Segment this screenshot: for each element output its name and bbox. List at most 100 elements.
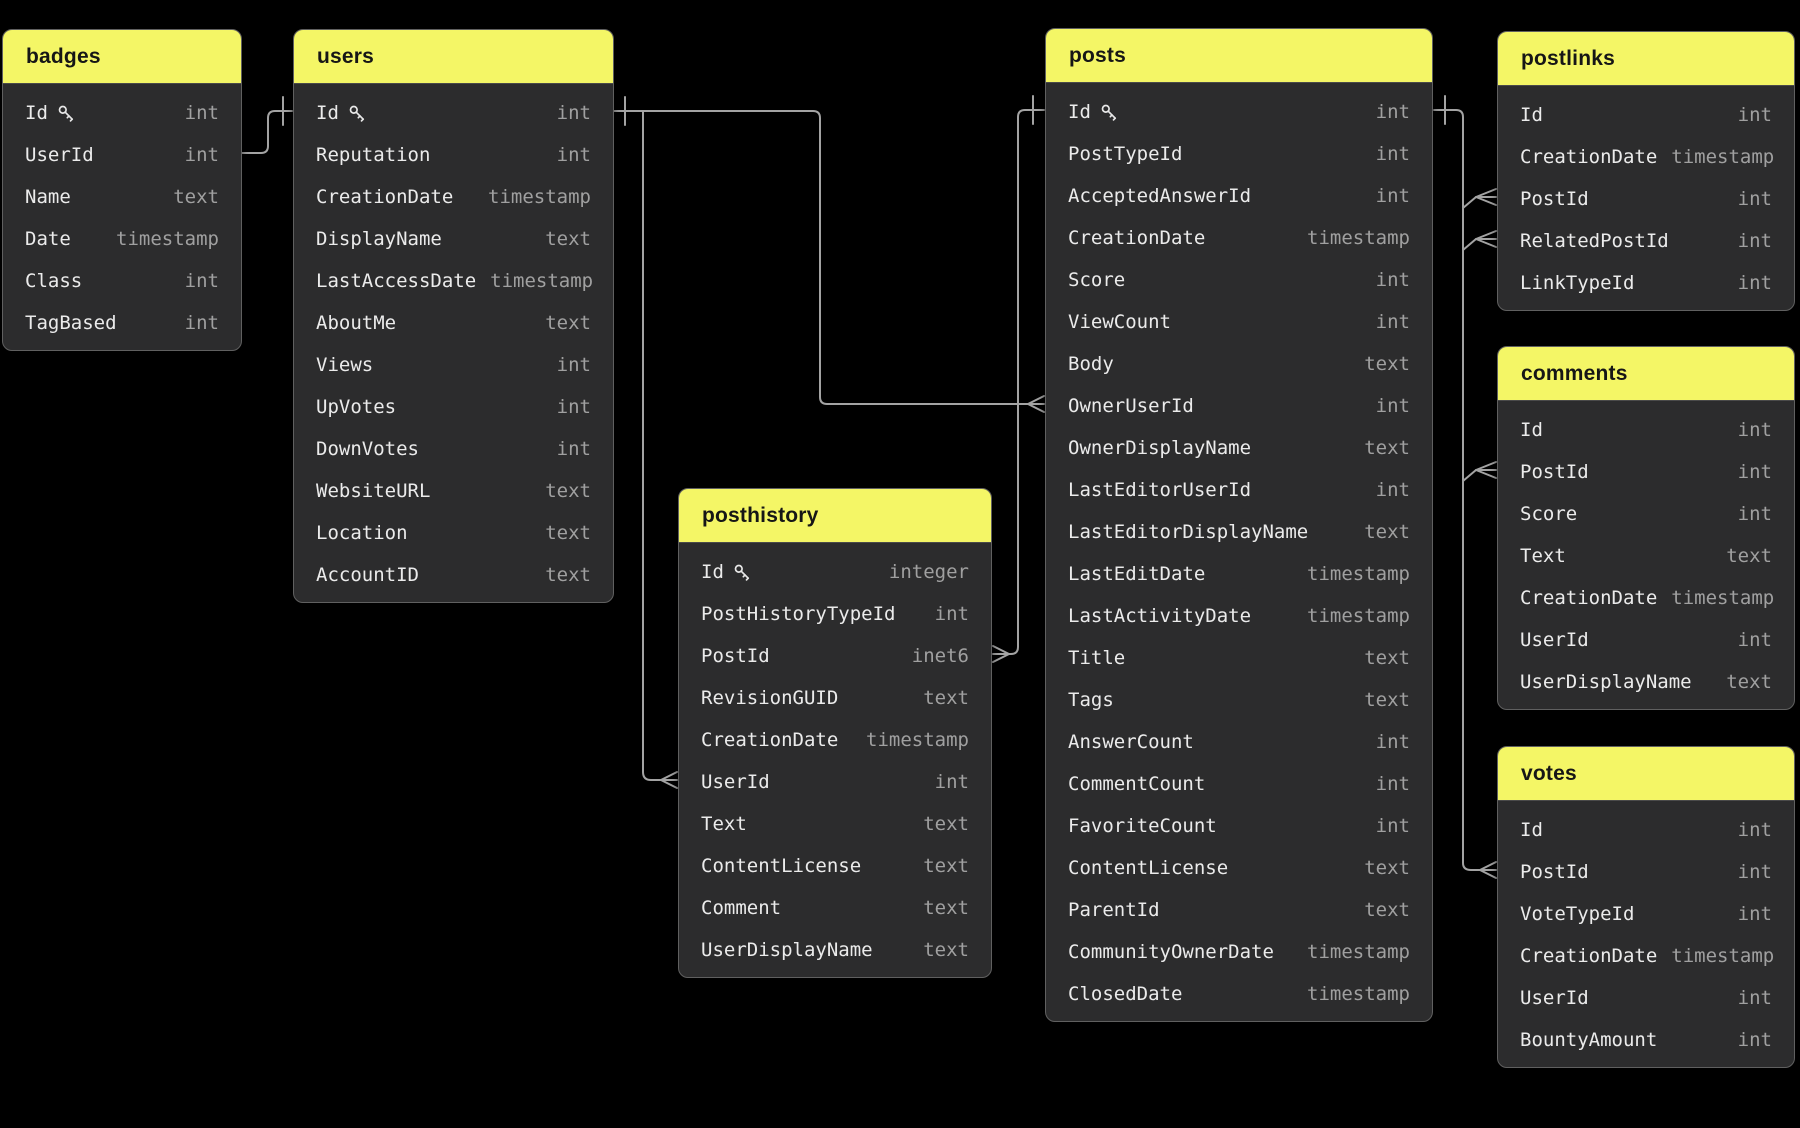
- field-type: text: [1726, 671, 1772, 693]
- field-name: AccountID: [316, 564, 419, 586]
- field-name: Id: [1520, 419, 1543, 441]
- table-header-posthistory[interactable]: posthistory: [679, 489, 991, 543]
- field-name: UserId: [25, 144, 94, 166]
- table-header-users[interactable]: users: [294, 30, 613, 84]
- field-name: AnswerCount: [1068, 731, 1194, 753]
- table-header-posts[interactable]: posts: [1046, 29, 1432, 83]
- field-name: Score: [1520, 503, 1578, 525]
- field-type: int: [1737, 188, 1772, 210]
- field-type: text: [1726, 545, 1772, 567]
- table-header-votes[interactable]: votes: [1498, 747, 1794, 801]
- field-name: Id: [1068, 101, 1119, 123]
- field-name: PostTypeId: [1068, 143, 1183, 165]
- field-name: CreationDate: [316, 186, 454, 208]
- table-header-postlinks[interactable]: postlinks: [1498, 32, 1794, 86]
- field-name: VoteTypeId: [1520, 903, 1635, 925]
- field-type: text: [1364, 899, 1410, 921]
- field-type: int: [934, 603, 969, 625]
- table-header-comments[interactable]: comments: [1498, 347, 1794, 401]
- field-name: Text: [701, 813, 747, 835]
- table-header-badges[interactable]: badges: [3, 30, 241, 84]
- field-name: AboutMe: [316, 312, 397, 334]
- field-name: Score: [1068, 269, 1126, 291]
